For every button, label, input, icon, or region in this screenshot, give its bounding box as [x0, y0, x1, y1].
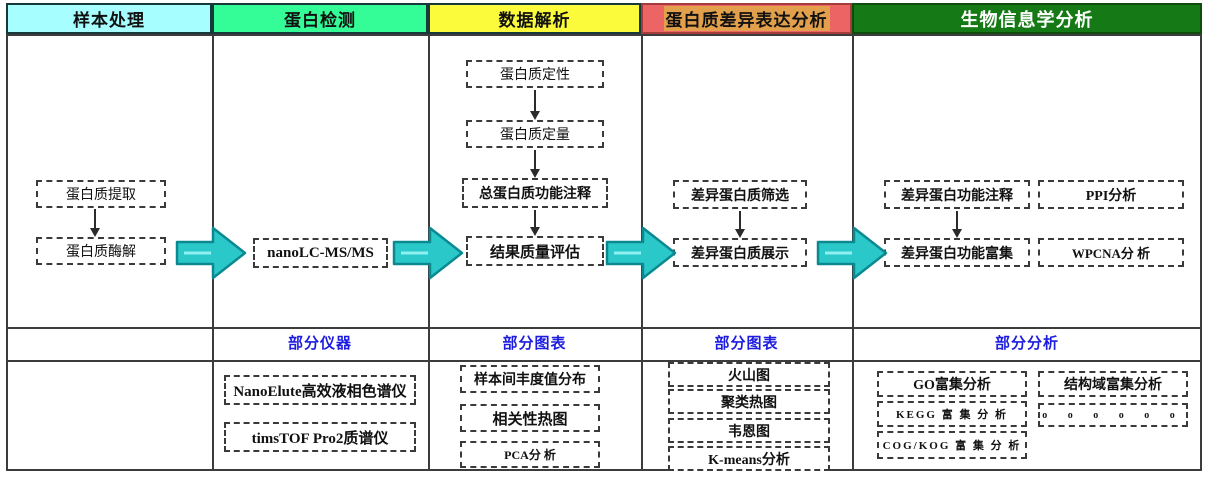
flow-box-ppi: PPI分析: [1038, 180, 1184, 209]
flow-box-result-qc: 结果质量评估: [466, 236, 604, 266]
arrow-down-icon: [530, 150, 540, 178]
flow-box-dep-function-enrichment: 差异蛋白功能富集: [884, 238, 1030, 267]
section-label-charts-diff: 部分图表: [714, 335, 779, 352]
bottom-box-go-enrichment: GO富集分析: [877, 371, 1027, 397]
arrow-down-icon: [952, 211, 962, 238]
bottom-box-kmeans: K-means分析: [668, 446, 830, 471]
header-text-highlight: 蛋白质差异表达分析: [663, 6, 830, 31]
flow-box-protein-extraction: 蛋白质提取: [36, 180, 166, 208]
section-label-charts-data: 部分图表: [502, 335, 567, 352]
column-header-bioinformatics: 生物信息学分析: [852, 3, 1202, 34]
bottom-box-cog-kog-enrichment: COG/KOG 富 集 分 析: [877, 431, 1027, 459]
bottom-box-ellipsis: o o o o o o: [1038, 403, 1188, 427]
column-header-protein-detection: 蛋白检测: [212, 3, 428, 34]
flow-box-protein-quantification: 蛋白质定量: [466, 120, 604, 148]
grid-hline-1: [8, 327, 1200, 329]
arrow-right-icon: [175, 226, 247, 280]
flow-box-dep-function-annotation: 差异蛋白功能注释: [884, 180, 1030, 209]
arrow-right-icon: [816, 226, 888, 280]
arrow-right-icon: [605, 226, 677, 280]
bottom-box-pca: PCA分 析: [460, 441, 600, 468]
column-header-differential-expression: 蛋白质差异表达分析: [641, 3, 852, 34]
arrow-down-icon: [530, 210, 540, 236]
bottom-box-timstof: timsTOF Pro2质谱仪: [224, 422, 416, 452]
bottom-box-cluster-heatmap: 聚类热图: [668, 389, 830, 414]
flow-box-dep-screening: 差异蛋白质筛选: [673, 180, 807, 209]
section-label-analysis: 部分分析: [994, 335, 1059, 352]
flow-box-total-protein-annotation: 总蛋白质功能注释: [462, 178, 608, 208]
arrow-down-icon: [530, 90, 540, 120]
flow-box-dep-display: 差异蛋白质展示: [673, 238, 807, 267]
bottom-box-domain-enrichment: 结构域富集分析: [1038, 371, 1188, 397]
bottom-box-kegg-enrichment: KEGG 富 集 分 析: [877, 401, 1027, 427]
arrow-down-icon: [735, 211, 745, 238]
bottom-box-venn: 韦恩图: [668, 418, 830, 443]
bottom-box-nanoelute: NanoElute高效液相色谱仪: [224, 375, 416, 405]
flow-box-protein-identification: 蛋白质定性: [466, 60, 604, 88]
column-header-sample-processing: 样本处理: [6, 3, 212, 34]
section-label-instruments: 部分仪器: [287, 335, 352, 352]
arrow-down-icon: [90, 209, 100, 237]
bottom-box-volcano: 火山图: [668, 362, 830, 387]
flow-box-wpcna: WPCNA分 析: [1038, 238, 1184, 267]
grid-hline-2: [8, 360, 1200, 362]
bottom-box-correlation-heatmap: 相关性热图: [460, 404, 600, 432]
arrow-right-icon: [392, 226, 464, 280]
bottom-box-abundance-distribution: 样本间丰度值分布: [460, 365, 600, 393]
column-header-data-analysis: 数据解析: [428, 3, 641, 34]
flow-box-protein-digestion: 蛋白质酶解: [36, 237, 166, 265]
flow-box-nanolc-msms: nanoLC-MS/MS: [253, 238, 388, 268]
